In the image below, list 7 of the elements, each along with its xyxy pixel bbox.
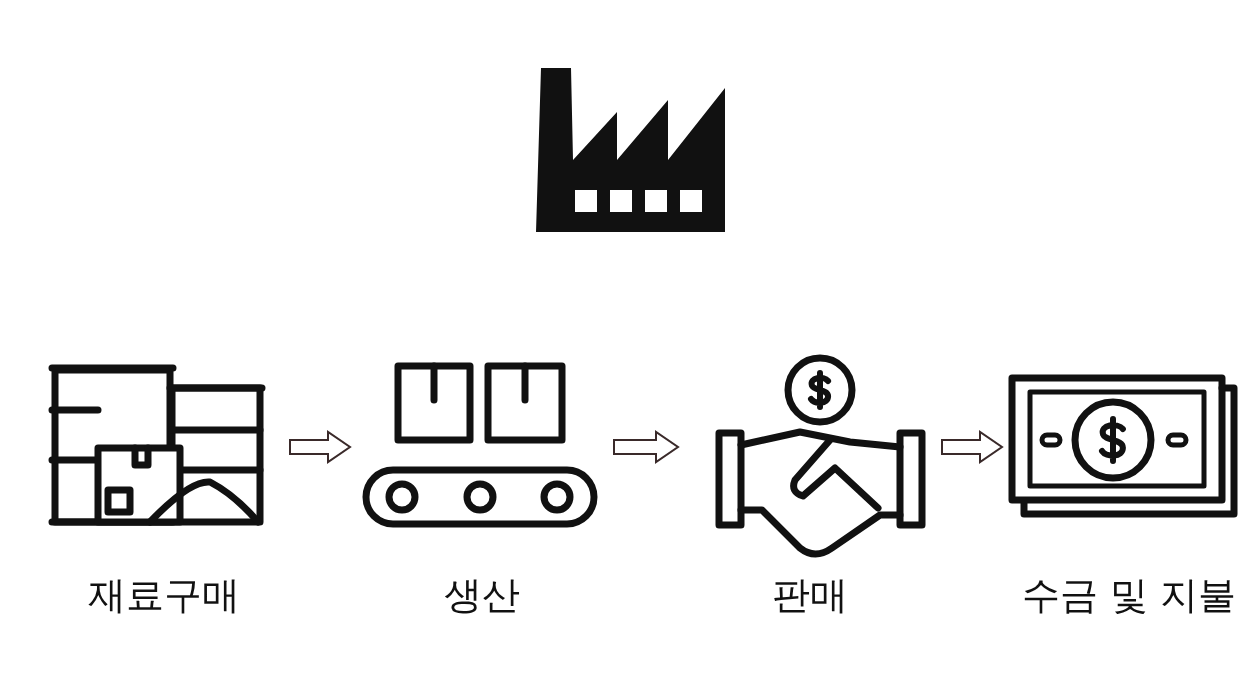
step-label: 판매: [772, 573, 848, 619]
hollow-arrow: [941, 430, 1004, 464]
step-label: 재료구매: [88, 573, 240, 619]
step-label: 생산: [444, 573, 520, 619]
step-label: 수금 및 지불: [1021, 573, 1237, 619]
hollow-arrow: [613, 430, 680, 464]
hollow-arrow: [289, 430, 352, 464]
